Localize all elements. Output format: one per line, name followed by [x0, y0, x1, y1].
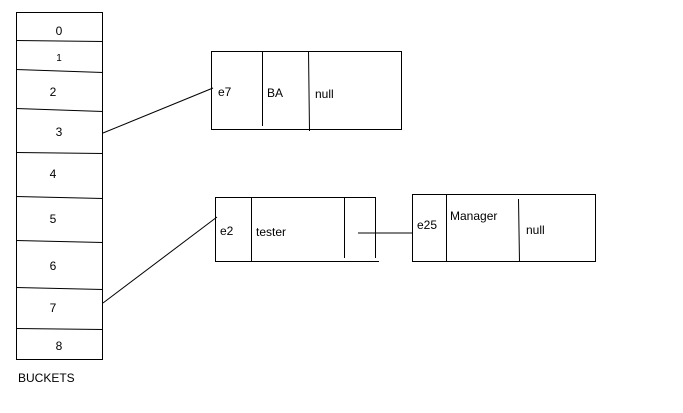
node-e25-key: e25: [417, 218, 438, 232]
bucket-label-7: 7: [49, 301, 57, 315]
pointer-arrows: [102, 87, 413, 304]
bucket-label-6: 6: [49, 259, 57, 273]
pointer-bucket7-to-e2: [102, 216, 218, 304]
node-e2-value: tester: [256, 225, 287, 239]
pointer-bucket3-to-e7: [102, 87, 214, 134]
node-e25-value: Manager: [450, 209, 498, 223]
bucket-label-1: 1: [56, 53, 62, 64]
node-e7-value: BA: [267, 86, 284, 100]
node-e2-key: e2: [220, 224, 234, 238]
bucket-label-4: 4: [49, 167, 57, 181]
buckets-caption: BUCKETS: [18, 371, 75, 385]
node-e25-next: null: [526, 223, 545, 237]
node-e2-box: [215, 197, 379, 262]
node-e7-key: e7: [218, 85, 232, 99]
bucket-label-0: 0: [55, 24, 63, 38]
bucket-array: [15, 12, 104, 360]
bucket-label-2: 2: [49, 85, 57, 99]
node-e25-box: [412, 194, 596, 263]
bucket-label-8: 8: [55, 339, 63, 353]
bucket-label-3: 3: [55, 125, 63, 139]
bucket-label-5: 5: [49, 212, 57, 226]
node-e7-next: null: [315, 87, 334, 101]
node-e7-box: [211, 50, 402, 132]
